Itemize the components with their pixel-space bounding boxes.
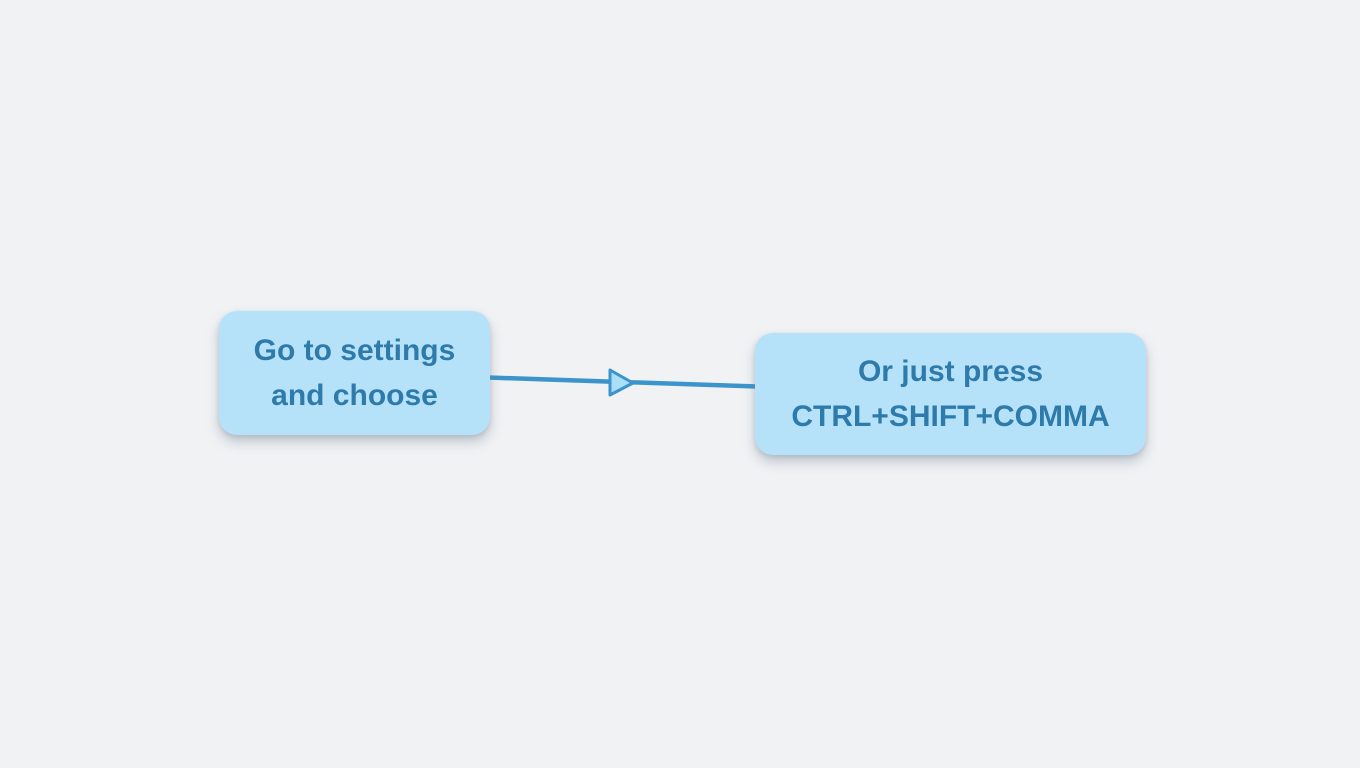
connector-arrowhead-icon[interactable] <box>608 368 635 397</box>
mindmap-node-right[interactable]: Or just press CTRL+SHIFT+COMMA <box>755 333 1146 455</box>
mindmap-node-left[interactable]: Go to settings and choose <box>219 311 490 435</box>
node-text-line: and choose <box>271 379 438 412</box>
node-text-line: Go to settings <box>253 334 456 367</box>
node-text-line: CTRL+SHIFT+COMMA <box>791 400 1110 433</box>
node-text-line: Or just press <box>857 355 1044 388</box>
